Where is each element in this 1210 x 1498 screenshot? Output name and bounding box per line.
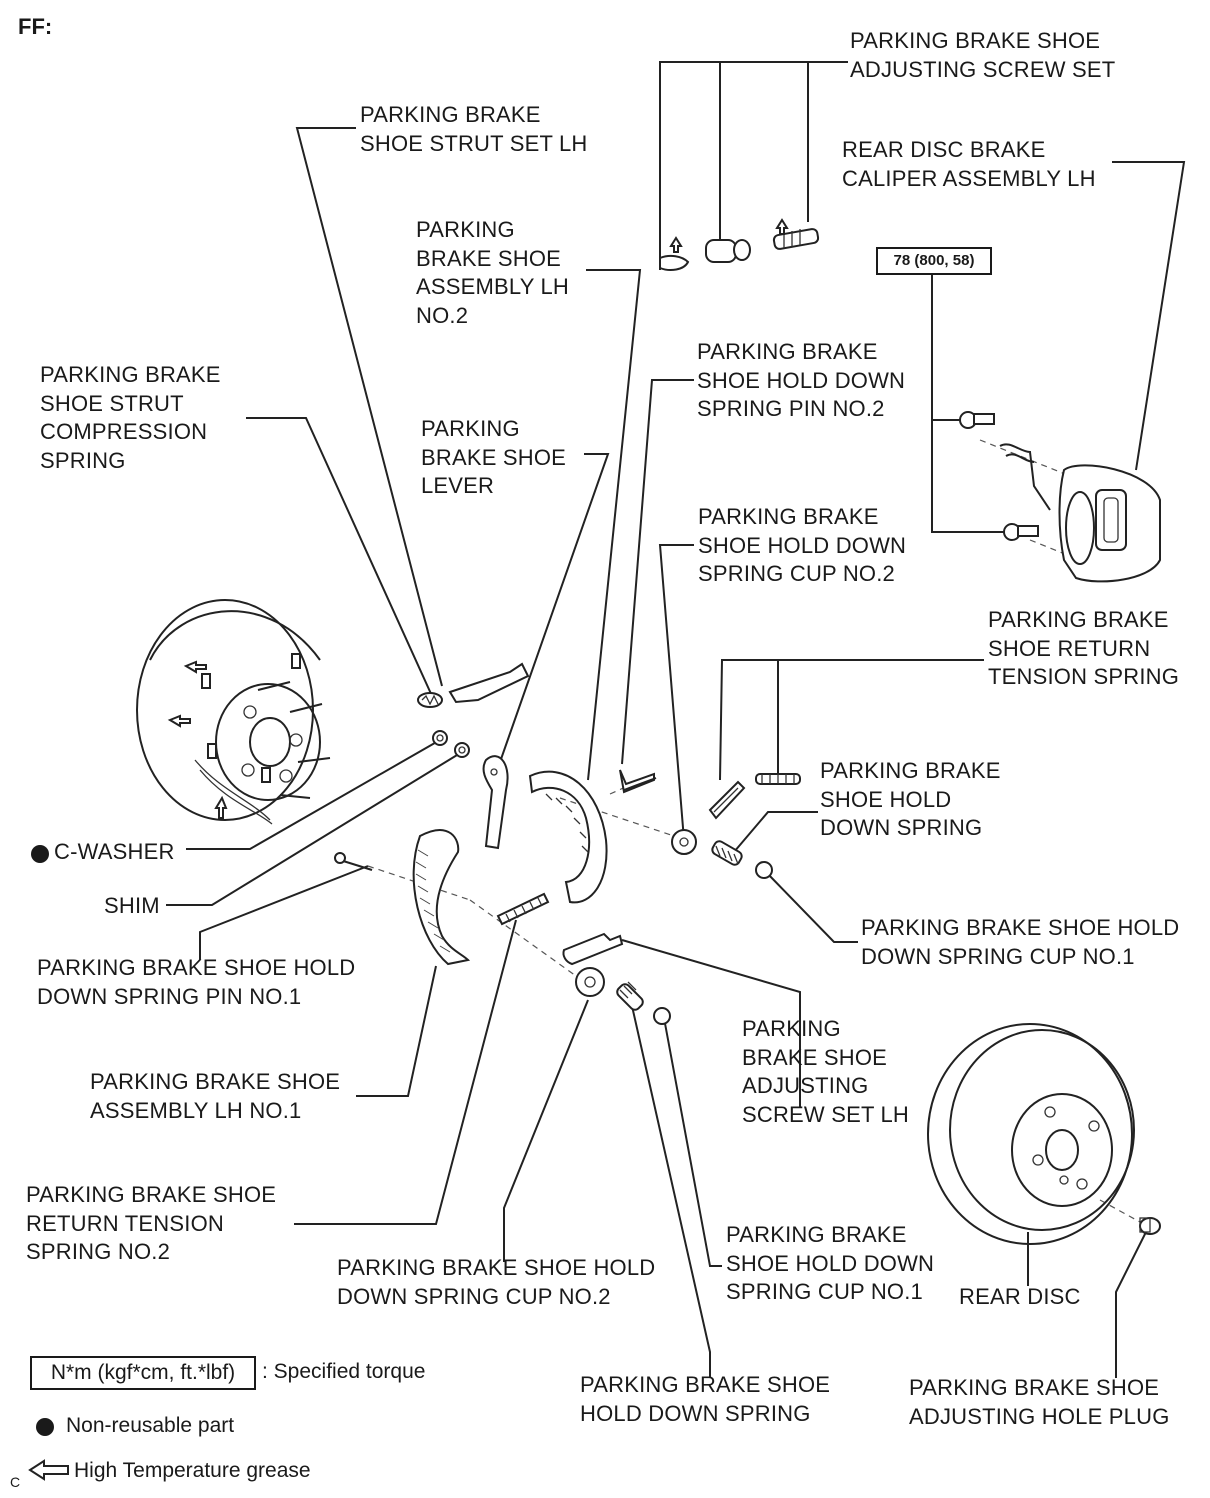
label-return-tension-spring-no2: PARKING BRAKE SHOE RETURN TENSION SPRING… xyxy=(26,1182,277,1264)
label-shoe-assembly-lh-no2: PARKING BRAKE SHOE ASSEMBLY LH NO.2 xyxy=(416,217,570,328)
legend-grease-text: High Temperature grease xyxy=(74,1459,311,1482)
legend-torque-box: N*m (kgf*cm, ft.*lbf) xyxy=(30,1356,256,1390)
label-hold-down-spring-cup-no2-upper: PARKING BRAKE SHOE HOLD DOWN SPRING CUP … xyxy=(698,504,907,586)
label-return-tension-spring: PARKING BRAKE SHOE RETURN TENSION SPRING xyxy=(988,607,1180,689)
label-caliper-lh: REAR DISC BRAKE CALIPER ASSEMBLY LH xyxy=(842,137,1096,191)
label-hold-down-spring-right: PARKING BRAKE SHOE HOLD DOWN SPRING xyxy=(820,758,1001,840)
corner-mark: C xyxy=(10,1474,21,1490)
label-adjusting-screw-set-lh: PARKING BRAKE SHOE ADJUSTING SCREW SET L… xyxy=(742,1016,910,1127)
caliper-assembly xyxy=(959,411,1161,583)
label-shoe-assembly-lh-no1: PARKING BRAKE SHOE ASSEMBLY LH NO.1 xyxy=(90,1069,341,1123)
non-reusable-marker xyxy=(31,845,49,863)
label-hold-down-spring-cup-no1-right: PARKING BRAKE SHOE HOLD DOWN SPRING CUP … xyxy=(861,915,1180,969)
label-hold-down-spring-bottom: PARKING BRAKE SHOE HOLD DOWN SPRING xyxy=(580,1372,831,1426)
backing-plate-hub xyxy=(136,599,331,825)
legend-non-reusable-text: Non-reusable part xyxy=(66,1414,235,1437)
torque-spec-box: 78 (800, 58) xyxy=(876,247,992,275)
label-hold-down-spring-cup-no2-lower: PARKING BRAKE SHOE HOLD DOWN SPRING CUP … xyxy=(337,1255,656,1309)
label-strut-set-lh: PARKING BRAKE SHOE STRUT SET LH xyxy=(360,102,588,156)
label-adjusting-hole-plug: PARKING BRAKE SHOE ADJUSTING HOLE PLUG xyxy=(909,1375,1170,1429)
label-strut-compression-spring: PARKING BRAKE SHOE STRUT COMPRESSION SPR… xyxy=(40,362,221,473)
diagram-code: FF: xyxy=(18,14,53,39)
label-hold-down-spring-pin-no1: PARKING BRAKE SHOE HOLD DOWN SPRING PIN … xyxy=(37,955,356,1009)
label-shim: SHIM xyxy=(104,893,160,918)
label-hold-down-spring-cup-no1-lower: PARKING BRAKE SHOE HOLD DOWN SPRING CUP … xyxy=(726,1222,935,1304)
legend-torque-text: : Specified torque xyxy=(262,1360,426,1383)
label-rear-disc: REAR DISC xyxy=(959,1284,1081,1309)
rear-disc-rotor xyxy=(927,1023,1161,1245)
leader-lines xyxy=(166,61,1186,1378)
small-parts xyxy=(334,218,820,1025)
label-adjusting-screw-set: PARKING BRAKE SHOE ADJUSTING SCREW SET xyxy=(850,28,1116,82)
grease-arrow-icon xyxy=(28,1459,69,1481)
label-shoe-lever: PARKING BRAKE SHOE LEVER xyxy=(421,416,567,498)
legend-non-reusable-dot xyxy=(36,1418,54,1436)
label-c-washer: C-WASHER xyxy=(54,839,175,864)
label-hold-down-spring-pin-no2: PARKING BRAKE SHOE HOLD DOWN SPRING PIN … xyxy=(697,339,906,421)
